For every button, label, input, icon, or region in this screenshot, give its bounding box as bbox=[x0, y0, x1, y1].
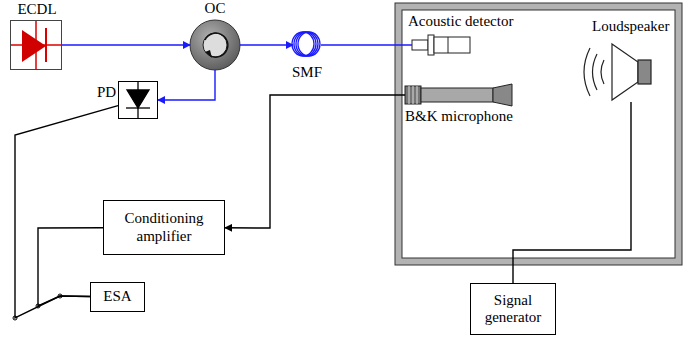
fiber-coil bbox=[292, 32, 320, 56]
node-label: PD bbox=[97, 84, 116, 101]
connector bbox=[62, 44, 190, 45]
node-label: Acoustic detector bbox=[408, 13, 513, 30]
node-label: ECDL bbox=[11, 1, 63, 18]
node-label: ESA bbox=[103, 288, 131, 305]
circulator-node: OC bbox=[190, 20, 240, 70]
process-box: Conditioning amplifier bbox=[103, 200, 225, 255]
process-box: Signal generator bbox=[470, 283, 556, 335]
microphone-node: B&K microphone bbox=[405, 84, 513, 106]
node-label: Loudspeaker bbox=[592, 18, 669, 35]
connector bbox=[158, 70, 215, 100]
node-label: SMF bbox=[287, 64, 327, 81]
node-label: Conditioning amplifier bbox=[110, 210, 218, 245]
node-label: Signal generator bbox=[477, 292, 549, 327]
node-label: B&K microphone bbox=[405, 108, 513, 125]
microphone-icon bbox=[405, 84, 512, 106]
node-label: OC bbox=[190, 0, 240, 17]
connector bbox=[240, 44, 293, 45]
laser-diode-symbol bbox=[11, 21, 61, 69]
connector bbox=[225, 95, 405, 228]
connector bbox=[513, 102, 631, 283]
speaker-node: Loudspeaker bbox=[608, 42, 654, 102]
connector bbox=[321, 44, 412, 45]
circulator-symbol bbox=[190, 20, 240, 70]
detector-node: Acoustic detector bbox=[412, 35, 470, 55]
photodiode-box: PD bbox=[118, 81, 158, 119]
fiber-node: SMF bbox=[293, 31, 321, 59]
enclosure-interior bbox=[402, 10, 675, 258]
photodiode-symbol bbox=[126, 82, 150, 118]
loudspeaker-icon bbox=[584, 44, 651, 100]
process-box: ESA bbox=[90, 282, 145, 312]
laser-box: ECDL bbox=[10, 20, 62, 70]
enclosure-frame bbox=[395, 3, 682, 265]
acoustic-detector-probe bbox=[412, 35, 470, 55]
